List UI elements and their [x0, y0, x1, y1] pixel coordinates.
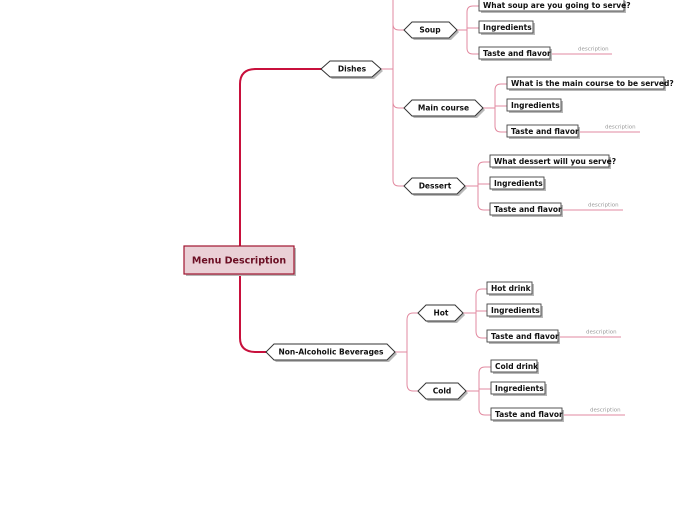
hot-spine — [463, 288, 488, 339]
soup-taste: Taste and flavor — [483, 49, 551, 58]
main-ingredients: Ingredients — [511, 101, 560, 110]
main-question-box[interactable]: What is the main course to be served? — [506, 76, 674, 91]
hot-label: Hot — [433, 309, 448, 318]
node-soup[interactable]: Soup — [403, 21, 459, 40]
hot-taste: Taste and flavor — [491, 332, 559, 341]
dessert-ingredients-box[interactable]: Ingredients — [489, 176, 546, 191]
cold-question-box[interactable]: Cold drink — [490, 359, 539, 374]
node-cold[interactable]: Cold — [417, 382, 468, 401]
cold-ingredients-box[interactable]: Ingredients — [490, 381, 547, 396]
beverages-spine — [395, 312, 420, 392]
cold-description: description — [590, 408, 621, 414]
beverages-label: Non-Alcoholic Beverages — [278, 348, 384, 357]
hot-question-box[interactable]: Hot drink — [486, 281, 534, 296]
dessert-question-box[interactable]: What dessert will you serve? — [489, 154, 616, 169]
main-taste: Taste and flavor — [511, 127, 579, 136]
dishes-spine — [381, 0, 406, 187]
node-dishes[interactable]: Dishes — [320, 60, 383, 79]
node-main-course[interactable]: Main course — [403, 99, 485, 118]
node-dessert[interactable]: Dessert — [403, 177, 467, 196]
soup-question: What soup are you going to serve? — [483, 1, 631, 10]
soup-spine — [455, 5, 480, 55]
trunk-to-beverages — [239, 274, 268, 353]
node-beverages[interactable]: Non-Alcoholic Beverages — [265, 343, 397, 362]
cold-taste: Taste and flavor — [495, 410, 563, 419]
soup-description: description — [578, 47, 609, 53]
main-spine — [483, 83, 508, 133]
cold-question: Cold drink — [495, 362, 539, 371]
cold-taste-box[interactable]: Taste and flavor — [490, 407, 564, 422]
hot-ingredients: Ingredients — [491, 306, 540, 315]
dessert-question: What dessert will you serve? — [494, 157, 616, 166]
dessert-ingredients: Ingredients — [494, 179, 543, 188]
soup-ingredients: Ingredients — [483, 23, 532, 32]
node-hot[interactable]: Hot — [417, 304, 465, 323]
hot-description: description — [586, 330, 617, 336]
hot-ingredients-box[interactable]: Ingredients — [486, 303, 543, 318]
soup-label: Soup — [419, 26, 441, 35]
main-course-label: Main course — [418, 104, 469, 113]
hot-taste-box[interactable]: Taste and flavor — [486, 329, 560, 344]
root-label: Menu Description — [192, 256, 286, 267]
connectors — [239, 0, 640, 416]
soup-ingredients-box[interactable]: Ingredients — [478, 20, 535, 35]
cold-ingredients: Ingredients — [495, 384, 544, 393]
main-ingredients-box[interactable]: Ingredients — [506, 98, 563, 113]
dishes-label: Dishes — [338, 65, 367, 74]
trunk-to-dishes — [239, 68, 326, 246]
soup-question-box[interactable]: What soup are you going to serve? — [478, 0, 631, 13]
dessert-taste-box[interactable]: Taste and flavor — [489, 202, 563, 217]
dessert-label: Dessert — [419, 182, 452, 191]
main-taste-box[interactable]: Taste and flavor — [506, 124, 580, 139]
cold-spine — [466, 366, 492, 416]
dessert-spine — [465, 161, 491, 211]
root-node[interactable]: Menu Description — [183, 245, 296, 276]
main-question: What is the main course to be served? — [511, 79, 674, 88]
dessert-taste: Taste and flavor — [494, 205, 562, 214]
dessert-description: description — [588, 203, 619, 209]
main-description: description — [605, 125, 636, 131]
cold-label: Cold — [433, 387, 452, 396]
hot-question: Hot drink — [491, 284, 532, 293]
soup-taste-box[interactable]: Taste and flavor — [478, 46, 552, 61]
